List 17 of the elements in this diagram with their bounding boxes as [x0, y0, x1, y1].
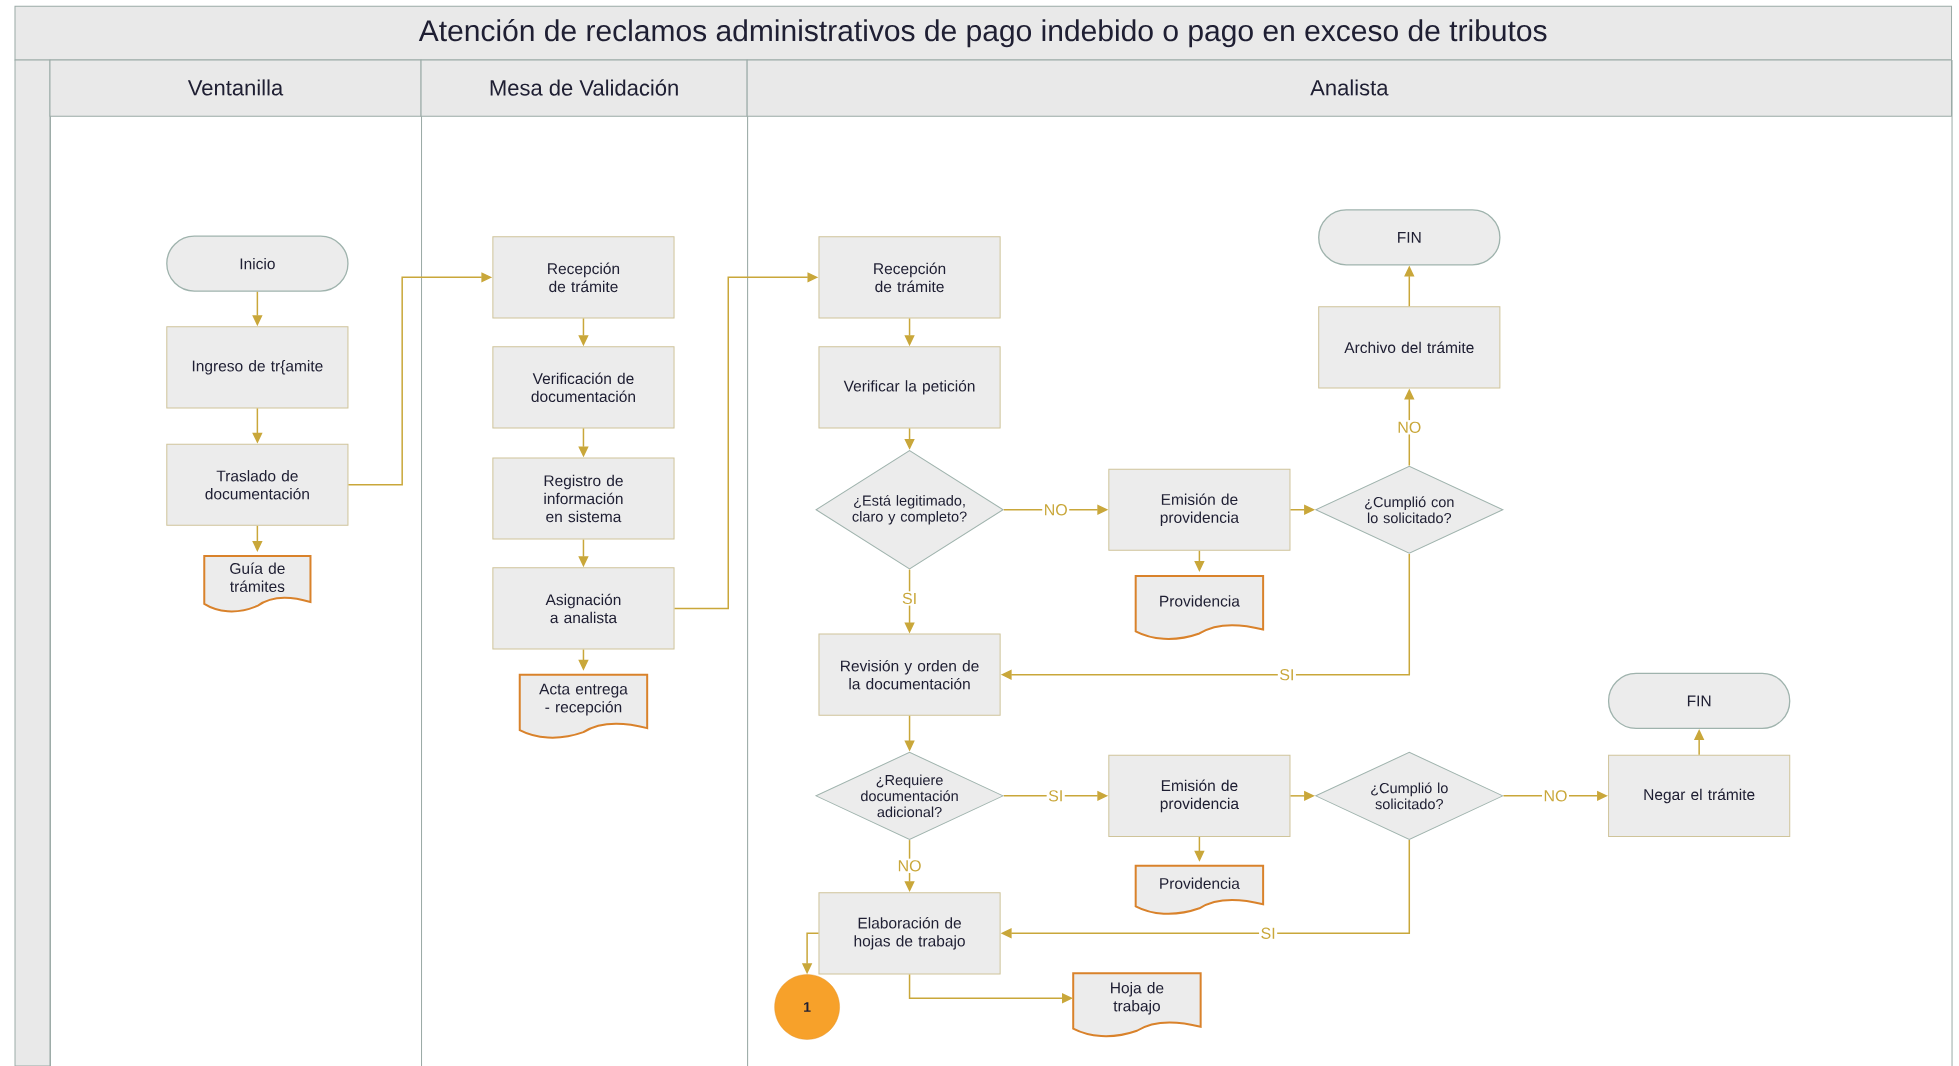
edge-label: NO	[1395, 420, 1423, 435]
process-box: Verificar la petición	[818, 346, 1001, 429]
process-box: Archivo del trámite	[1318, 306, 1501, 389]
edge-label: SI	[1259, 926, 1278, 941]
process-box: Registro de información en sistema	[492, 457, 675, 540]
process-box: Elaboración de hojas de trabajo	[818, 892, 1001, 975]
process-box: Emisión de providencia	[1108, 468, 1291, 551]
process-box: Ingreso de tr{amite	[166, 326, 349, 409]
process-box: Verificación de documentación	[492, 346, 675, 429]
edge-label: SI	[900, 591, 919, 606]
process-box: Asignación a analista	[492, 567, 675, 650]
process-box: Recepción de trámite	[818, 236, 1001, 319]
process-box: Recepción de trámite	[492, 236, 675, 319]
process-box: Revisión y orden de la documentación	[818, 633, 1001, 716]
process-box: Traslado de documentación	[166, 443, 349, 526]
process-box: Negar el trámite	[1608, 754, 1791, 837]
process-box: Emisión de providencia	[1108, 754, 1291, 837]
